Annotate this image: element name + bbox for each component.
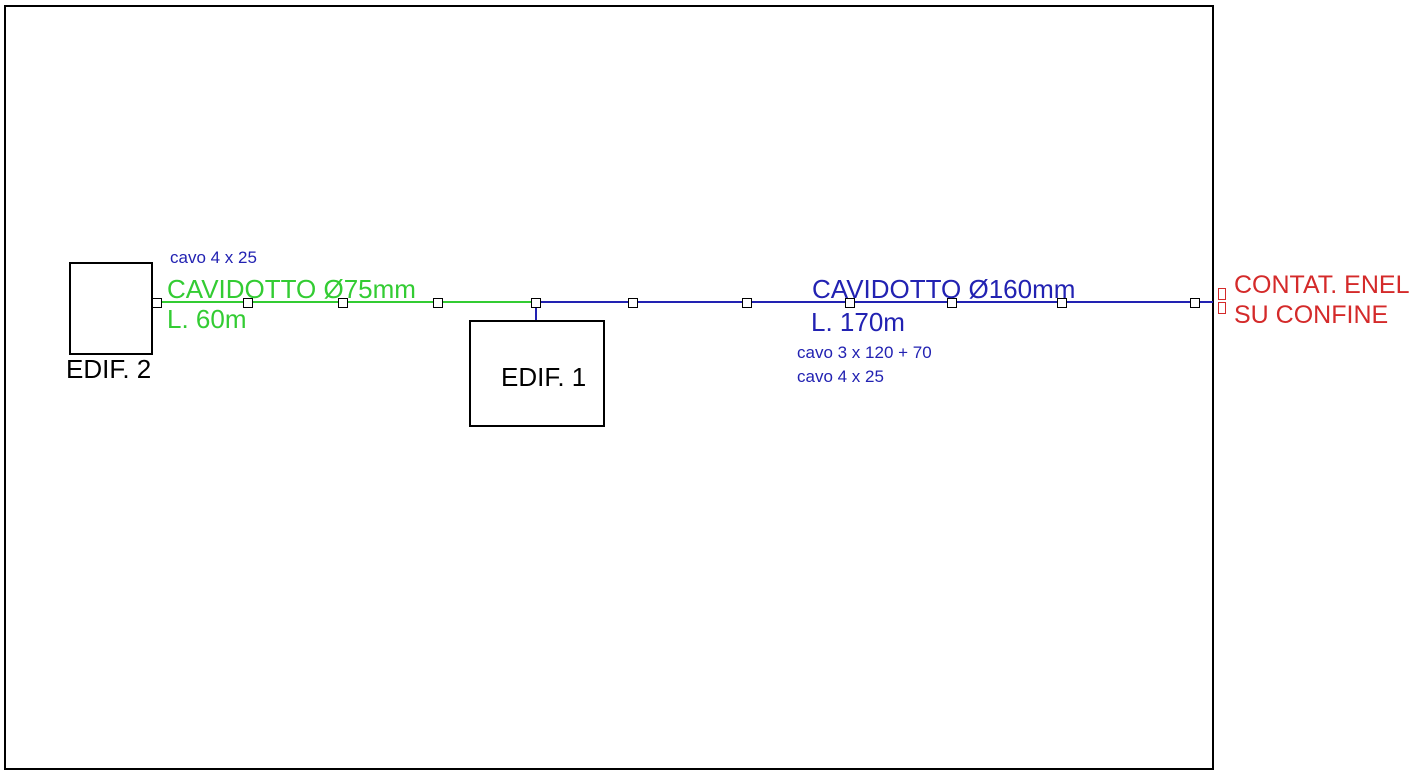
building-edif-2 bbox=[69, 262, 153, 355]
conduit-junction-marker bbox=[742, 298, 752, 308]
conduit-junction-marker bbox=[947, 298, 957, 308]
green-run-cable-label: cavo 4 x 25 bbox=[170, 248, 257, 267]
conduit-junction-marker bbox=[531, 298, 541, 308]
blue-conduit-line bbox=[537, 301, 1213, 303]
building-edif-1 bbox=[469, 320, 605, 427]
conduit-junction-marker bbox=[845, 298, 855, 308]
blue-run-cable-label-1: cavo 3 x 120 + 70 bbox=[797, 343, 932, 362]
conduit-junction-marker bbox=[628, 298, 638, 308]
green-run-title: CAVIDOTTO Ø75mm bbox=[167, 274, 416, 304]
conduit-junction-marker bbox=[433, 298, 443, 308]
enel-meter-symbol-bottom bbox=[1218, 302, 1226, 314]
conduit-junction-marker bbox=[338, 298, 348, 308]
conduit-junction-marker bbox=[1057, 298, 1067, 308]
conduit-junction-marker bbox=[152, 298, 162, 308]
conduit-junction-marker bbox=[243, 298, 253, 308]
conduit-junction-marker bbox=[1190, 298, 1200, 308]
blue-run-cable-label-2: cavo 4 x 25 bbox=[797, 367, 884, 386]
building-edif-2-label: EDIF. 2 bbox=[66, 354, 152, 384]
enel-meter-label-line1: CONTAT. ENEL bbox=[1234, 271, 1410, 299]
enel-meter-symbol-top bbox=[1218, 288, 1226, 300]
blue-conduit-drop-to-edif1 bbox=[535, 306, 537, 321]
blue-run-length-label: L. 170m bbox=[811, 307, 905, 337]
enel-meter-label-line2: SU CONFINE bbox=[1234, 301, 1389, 329]
green-run-length-label: L. 60m bbox=[167, 304, 247, 334]
blue-run-title: CAVIDOTTO Ø160mm bbox=[812, 274, 1076, 304]
building-edif-1-label: EDIF. 1 bbox=[501, 362, 587, 392]
drawing-sheet-border bbox=[4, 5, 1214, 770]
